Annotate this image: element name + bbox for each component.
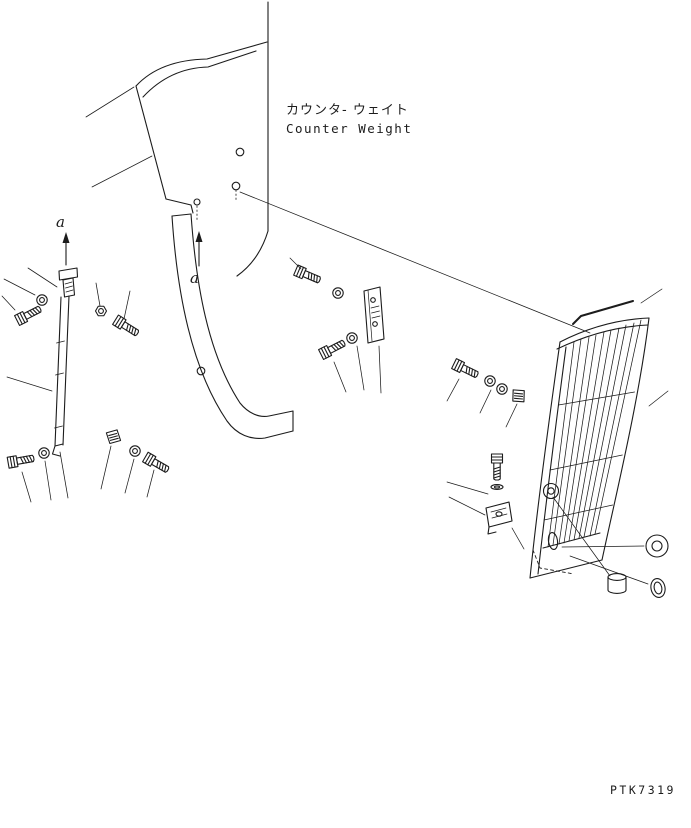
latch-plate — [363, 286, 385, 344]
grille-mount-bolt-assembly — [485, 453, 513, 535]
section-label-a-rear: a — [190, 269, 199, 287]
title-english: Counter Weight — [286, 121, 412, 136]
section-arrow-a-left — [62, 232, 70, 266]
washer — [496, 383, 508, 395]
washer — [129, 445, 141, 457]
latch-plate-assembly — [293, 264, 385, 360]
grommet-ring — [650, 578, 666, 598]
grommet-cylinder — [607, 573, 627, 594]
bolt — [490, 453, 504, 481]
bolt — [293, 264, 323, 286]
mount-bracket — [485, 501, 513, 535]
grille-panel — [529, 317, 650, 579]
grille-lock-hole — [542, 482, 560, 500]
hinge-rod — [572, 300, 634, 325]
bolt — [318, 337, 348, 360]
washer — [36, 294, 48, 306]
hidden-edge — [532, 549, 575, 575]
washer — [346, 332, 358, 344]
washer — [38, 447, 50, 459]
bolt — [112, 314, 142, 339]
counterweight-body — [135, 41, 294, 439]
mount-strip-bracket — [51, 267, 79, 457]
fasteners-left-bottom — [6, 429, 172, 476]
reference-line — [239, 191, 591, 334]
fasteners-right — [451, 358, 527, 404]
section-arrow-a-rear — [195, 231, 203, 267]
latch-slot — [547, 532, 559, 550]
lock-knob — [645, 534, 669, 558]
bolt — [14, 303, 44, 326]
clip-nut — [105, 429, 122, 445]
washer — [332, 287, 344, 299]
bolt — [142, 451, 172, 476]
title-japanese: カウンタ- ウェイト — [286, 103, 409, 118]
flat-washer — [490, 484, 504, 490]
grille-slats — [543, 319, 642, 548]
leader-lines — [1, 86, 669, 585]
washer — [484, 375, 496, 387]
drawing-number: PTK7319 — [610, 783, 676, 797]
bolt — [6, 452, 36, 469]
hex-nut — [94, 305, 108, 317]
section-label-a-left: a — [56, 213, 65, 231]
fasteners-left-top — [14, 294, 142, 339]
bolt — [451, 358, 481, 381]
clip-nut — [510, 387, 527, 404]
